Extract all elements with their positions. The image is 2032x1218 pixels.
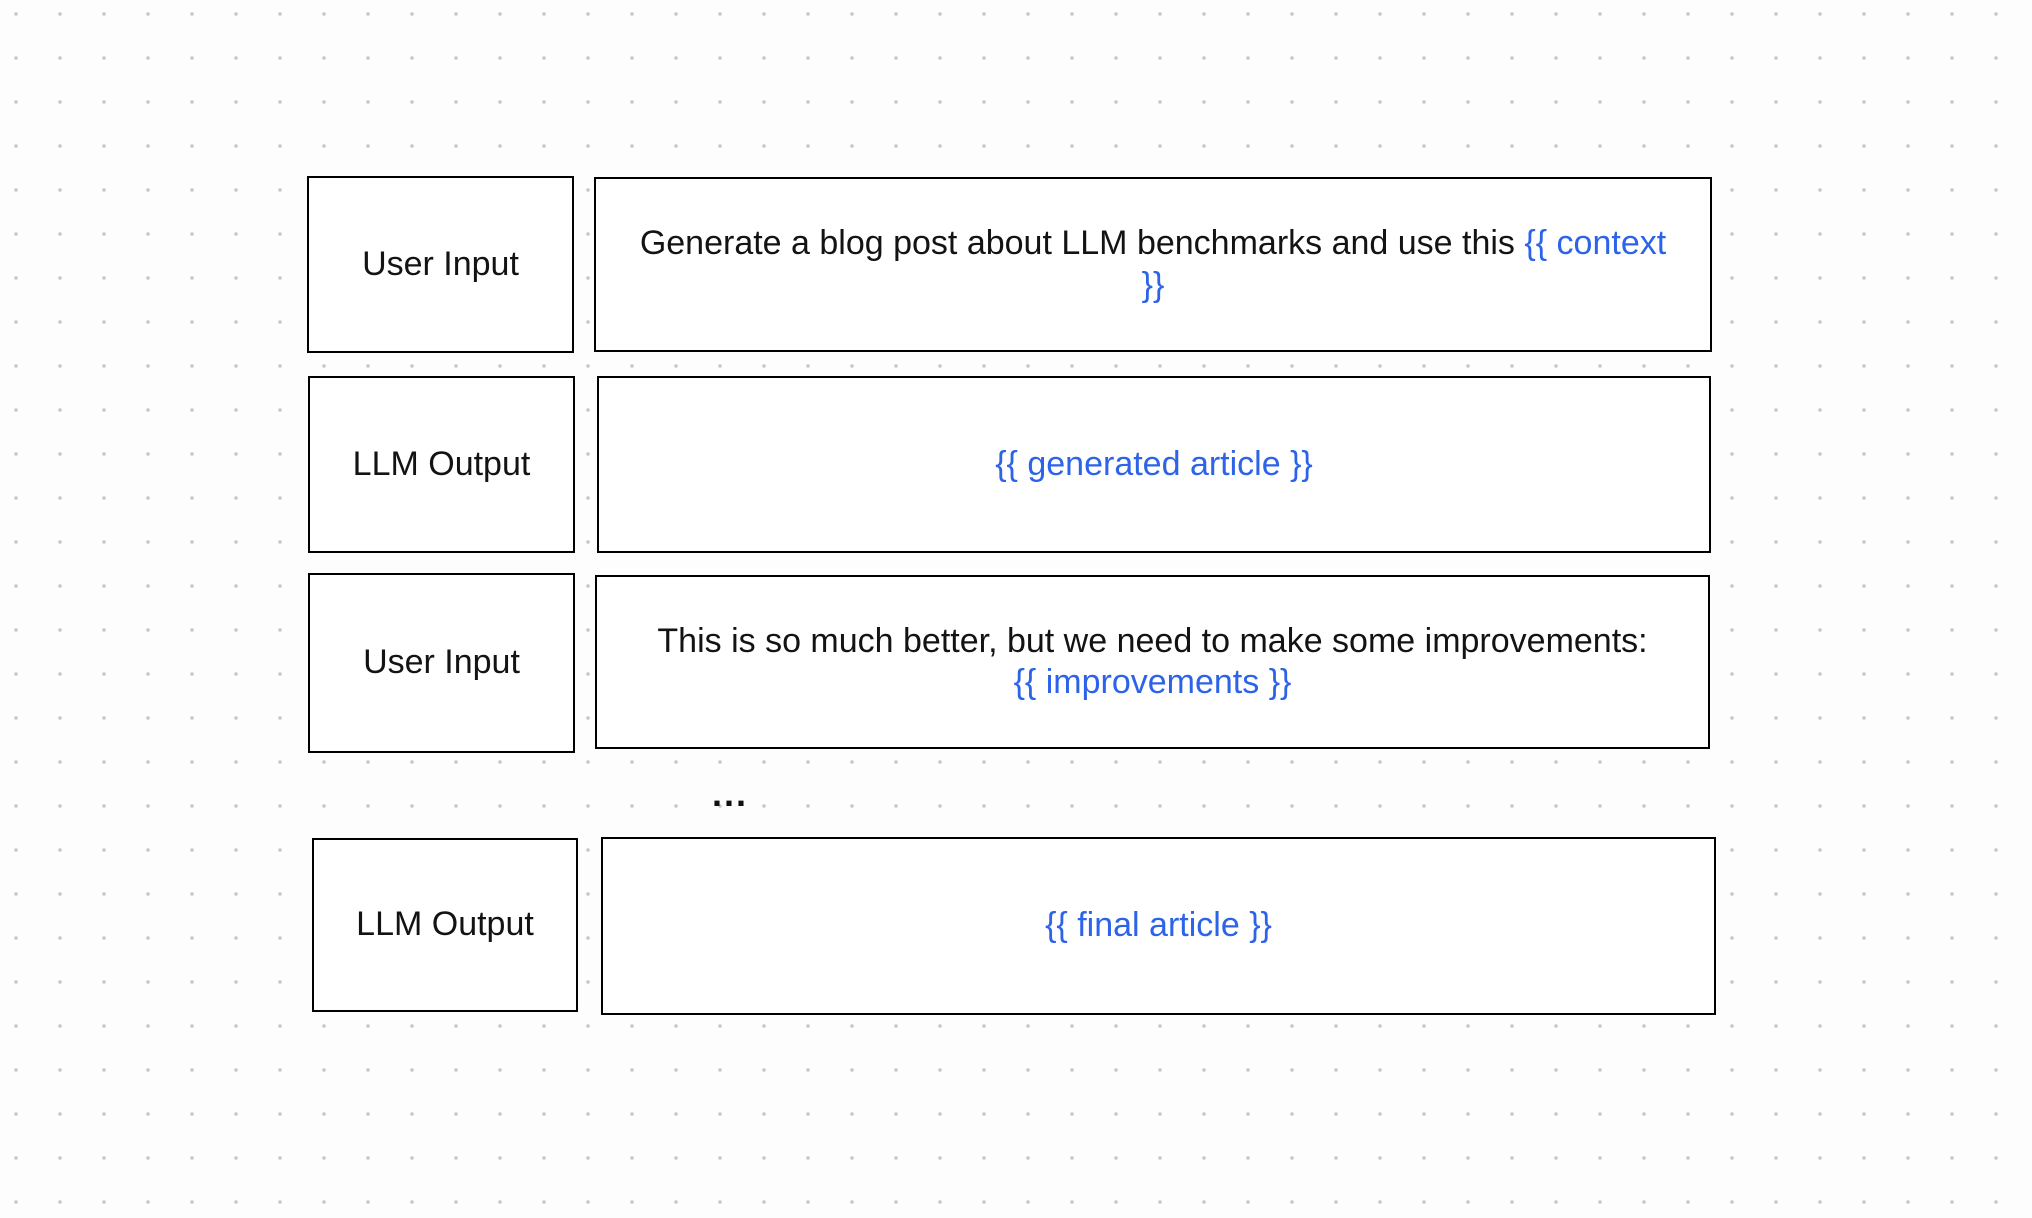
node-label-llm-output-2[interactable]: LLM Output [312,838,578,1012]
node-label-user-input-2[interactable]: User Input [308,573,575,753]
message-plain-text: Generate a blog post about LLM benchmark… [639,224,1525,263]
message-plain-text: This is so much better, but we need to m… [657,621,1648,660]
node-label-text: LLM Output [352,444,531,483]
message-text: Generate a blog post about LLM benchmark… [626,223,1680,306]
message-text: This is so much better, but we need to m… [657,621,1647,704]
node-label-text: User Input [362,244,519,283]
node-label-text: User Input [363,643,520,682]
template-variable-context: {{ context }} [1141,224,1667,304]
node-message-llm-2[interactable]: {{ final article }} [601,837,1716,1015]
template-variable-improvements: {{ improvements }} [1013,663,1292,701]
node-label-user-input-1[interactable]: User Input [307,176,574,353]
node-label-llm-output-1[interactable]: LLM Output [308,376,575,553]
node-message-user-2[interactable]: This is so much better, but we need to m… [595,575,1710,749]
template-variable-final-article: {{ final article }} [1045,906,1272,945]
node-message-llm-1[interactable]: {{ generated article }} [597,376,1711,553]
node-label-text: LLM Output [356,905,534,944]
node-message-user-1[interactable]: Generate a blog post about LLM benchmark… [594,177,1712,352]
continuation-ellipsis: ... [711,773,748,814]
template-variable-generated-article: {{ generated article }} [995,444,1313,483]
